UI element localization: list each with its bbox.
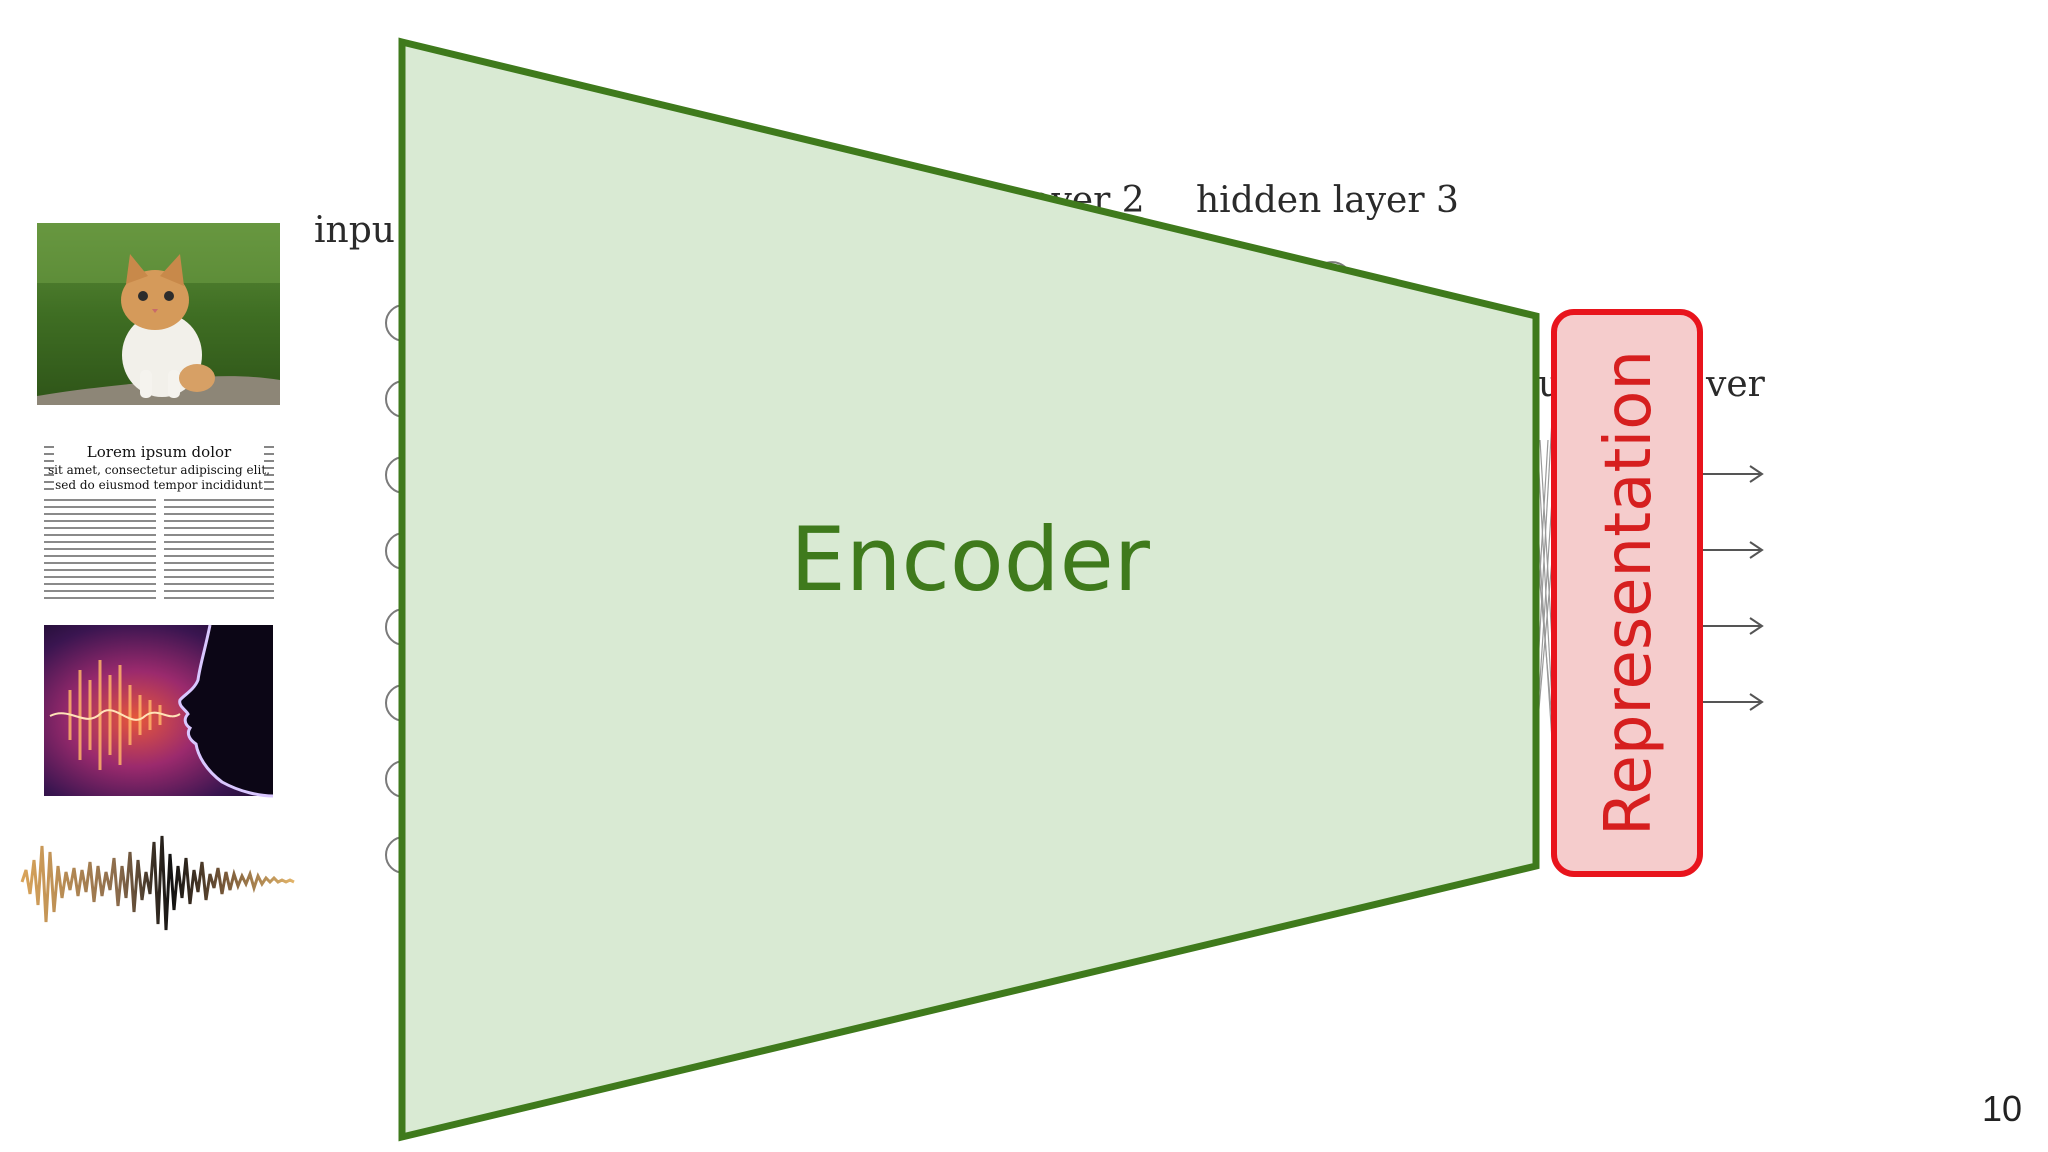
kitten-image — [37, 223, 280, 405]
document-title-line-3: sed do eiusmod tempor incididunt — [55, 478, 263, 492]
input-layer-label: inpu — [314, 210, 395, 251]
encoder-block: Encoder — [398, 37, 1540, 1142]
output-arrows — [1700, 465, 1764, 711]
document-title-line-2: sit amet, consectetur adipiscing elit, — [48, 463, 270, 477]
document-image: Lorem ipsum dolor sit amet, consectetur … — [42, 440, 276, 600]
document-body-text — [44, 446, 274, 599]
page-number: 10 — [1981, 1088, 2022, 1129]
output-layer-label: ver — [1705, 364, 1766, 405]
hidden-layer-3-label: hidden layer 3 — [1196, 180, 1459, 221]
representation-shape — [1551, 309, 1703, 877]
input-modalities: Lorem ipsum dolor sit amet, consectetur … — [20, 223, 295, 931]
representation-block: Representation — [1551, 309, 1703, 877]
voice-bars — [68, 660, 162, 770]
input-neurons — [385, 304, 405, 874]
encoder-shape — [398, 37, 1540, 1142]
speech-face-image — [44, 624, 274, 798]
document-title-line-1: Lorem ipsum dolor — [87, 443, 232, 461]
encoder-label: Encoder — [790, 508, 1151, 611]
audio-waveform-image — [20, 835, 295, 931]
representation-label: Representation — [1592, 350, 1666, 836]
